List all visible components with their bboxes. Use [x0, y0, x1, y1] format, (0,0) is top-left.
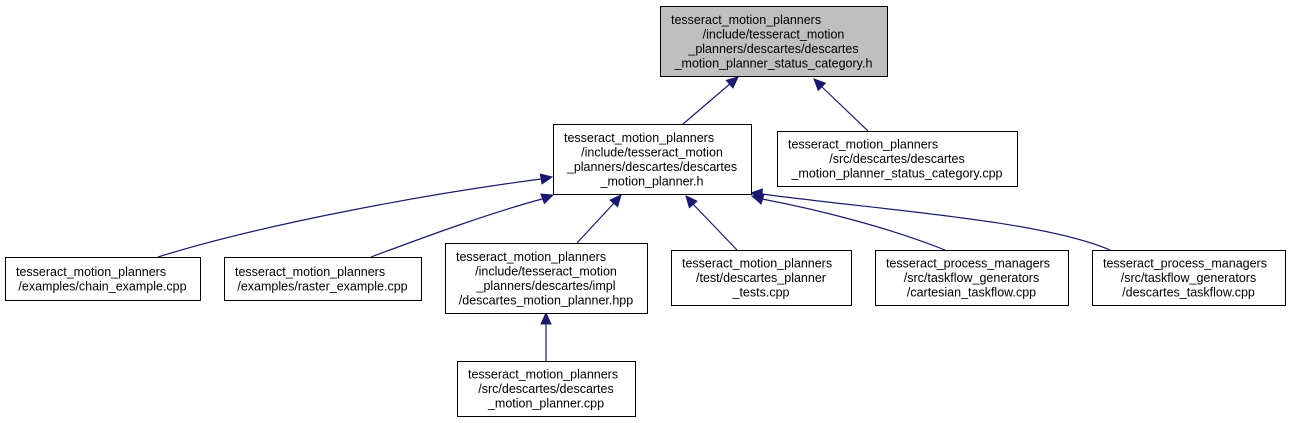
edge-line — [820, 85, 869, 132]
nodes-layer: tesseract_motion_planners/include/tesser… — [5, 6, 1286, 417]
node-box — [671, 250, 852, 306]
edges-layer — [157, 76, 1111, 361]
edge-line — [370, 198, 543, 258]
file-node-chain-example[interactable]: tesseract_motion_planners/examples/chain… — [5, 257, 201, 301]
arrowhead-icon — [813, 78, 827, 92]
dependency-edge — [749, 188, 1111, 251]
node-box — [1092, 250, 1286, 306]
arrowhead-icon — [540, 193, 555, 205]
node-label-line: /src/descartes/descartes — [829, 152, 964, 166]
node-label-line: /descartes_taskflow.cpp — [1122, 286, 1255, 300]
dependency-edge — [370, 193, 555, 258]
node-label-line: _tests.cpp — [732, 286, 790, 300]
dependency-edge — [685, 195, 738, 251]
node-label-line: /src/taskflow_generators — [1121, 271, 1256, 285]
node-label-line: /test/descartes_planner — [696, 271, 826, 285]
edge-line — [761, 193, 1111, 251]
file-node-descartes-taskflow[interactable]: tesseract_process_managers/src/taskflow_… — [1092, 250, 1286, 306]
node-label-line: tesseract_motion_planners — [456, 250, 606, 264]
node-label-line: tesseract_motion_planners — [468, 368, 618, 382]
node-label-line: tesseract_motion_planners — [564, 131, 714, 145]
node-label-line: tesseract_motion_planners — [682, 257, 832, 271]
node-label-line: _motion_planner.cpp — [487, 397, 604, 411]
node-box — [553, 124, 752, 195]
node-box — [445, 243, 648, 314]
node-label-line: _motion_planner.h — [600, 174, 704, 188]
node-label-line: _motion_planner_status_category.cpp — [790, 167, 1002, 181]
node-label-line: tesseract_process_managers — [1103, 257, 1267, 271]
file-node-motion-planner-h[interactable]: tesseract_motion_planners/include/tesser… — [553, 124, 752, 195]
dependency-edge — [813, 78, 869, 132]
node-label-line: /include/tesseract_motion — [475, 264, 617, 278]
dependency-edge — [750, 193, 946, 251]
node-label-line: /cartesian_taskflow.cpp — [907, 286, 1036, 300]
file-node-motion-planner-cpp[interactable]: tesseract_motion_planners/src/descartes/… — [457, 361, 636, 417]
node-label-line: /descartes_motion_planner.hpp — [459, 293, 633, 307]
node-label-line: /examples/raster_example.cpp — [237, 279, 407, 293]
node-label-line: /include/tesseract_motion — [581, 145, 723, 159]
edge-line — [691, 202, 738, 251]
edge-line — [576, 201, 616, 244]
arrowhead-icon — [749, 188, 763, 200]
dependency-edge — [157, 173, 554, 258]
node-box — [224, 257, 422, 301]
file-node-status-category-cpp[interactable]: tesseract_motion_planners/src/descartes/… — [777, 131, 1018, 187]
node-box — [5, 257, 201, 301]
file-node-status-category-h[interactable]: tesseract_motion_planners/include/tesser… — [660, 6, 888, 77]
node-label-line: tesseract_motion_planners — [235, 265, 385, 279]
file-node-planner-tests[interactable]: tesseract_motion_planners/test/descartes… — [671, 250, 852, 306]
node-label-line: tesseract_motion_planners — [16, 265, 166, 279]
arrowhead-icon — [725, 76, 739, 89]
node-label-line: _motion_planner_status_category.h — [674, 56, 873, 70]
node-label-line: _planners/descartes/impl — [476, 279, 616, 293]
node-box — [660, 6, 888, 77]
node-label-line: /src/taskflow_generators — [904, 271, 1039, 285]
dependency-edge — [682, 76, 739, 125]
node-label-line: /src/descartes/descartes — [478, 382, 613, 396]
arrowhead-icon — [609, 194, 622, 208]
file-node-cartesian-taskflow[interactable]: tesseract_process_managers/src/taskflow_… — [875, 250, 1069, 306]
node-label-line: tesseract_motion_planners — [788, 138, 938, 152]
dependency-edge — [576, 194, 622, 244]
dependency-edge — [540, 311, 552, 361]
arrowhead-icon — [685, 195, 698, 209]
node-box — [457, 361, 636, 417]
arrowhead-icon — [540, 311, 552, 325]
node-label-line: /include/tesseract_motion — [703, 27, 845, 41]
edge-line — [157, 178, 542, 258]
node-label-line: _planners/descartes/descartes — [566, 160, 737, 174]
file-node-raster-example[interactable]: tesseract_motion_planners/examples/raste… — [224, 257, 422, 301]
node-label-line: /examples/chain_example.cpp — [18, 279, 186, 293]
file-node-motion-planner-hpp[interactable]: tesseract_motion_planners/include/tesser… — [445, 243, 648, 314]
node-label-line: _planners/descartes/descartes — [687, 42, 858, 56]
node-label-line: tesseract_motion_planners — [671, 13, 821, 27]
edge-line — [682, 82, 732, 125]
node-label-line: tesseract_process_managers — [886, 257, 1050, 271]
arrowhead-icon — [539, 173, 554, 185]
node-box — [875, 250, 1069, 306]
edge-line — [761, 198, 946, 251]
node-box — [777, 131, 1018, 187]
